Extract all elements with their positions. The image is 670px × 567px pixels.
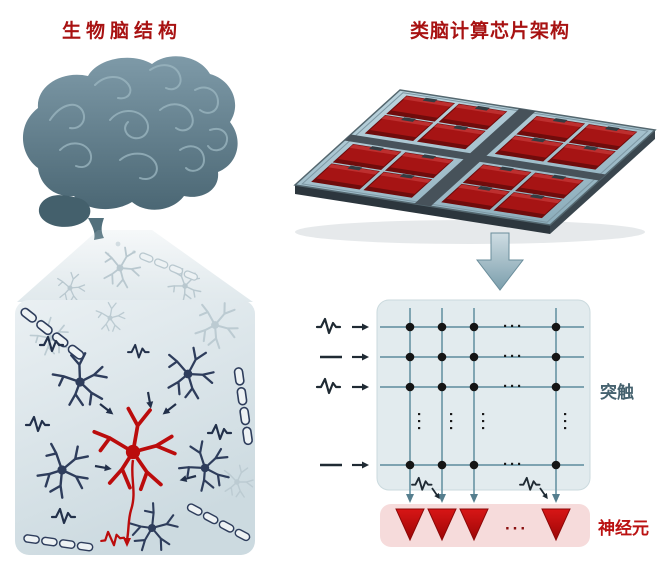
neuron-triangles bbox=[395, 508, 571, 542]
neuron-panel bbox=[15, 300, 255, 555]
neuron-triangle bbox=[459, 508, 489, 542]
spike-input-icon bbox=[315, 317, 342, 335]
input-arrow-icon bbox=[350, 352, 371, 362]
input-arrow-icon bbox=[350, 322, 371, 332]
neuron-output-row: ··· bbox=[380, 504, 590, 547]
input-arrow-icon bbox=[350, 460, 371, 470]
zoom-funnel bbox=[17, 230, 253, 307]
ellipsis: ··· bbox=[503, 456, 524, 473]
crossbar-panel: ··· ··· ··· ··· ··· ··· ··· ··· bbox=[315, 299, 591, 503]
synapse-label: 突触 bbox=[600, 383, 634, 402]
ellipsis-vertical: ··· bbox=[474, 412, 491, 433]
ellipsis: ··· bbox=[503, 348, 524, 365]
brain-illustration bbox=[22, 56, 238, 256]
brain-cerebellum bbox=[38, 195, 91, 227]
synapse-dots bbox=[405, 322, 561, 470]
chip-side bbox=[550, 130, 655, 234]
chip-illustration bbox=[295, 0, 670, 244]
brain-cerebrum bbox=[22, 56, 238, 210]
row-inputs bbox=[315, 317, 371, 470]
chip-top bbox=[295, 0, 670, 225]
column-output-arrows bbox=[406, 494, 560, 503]
ellipsis: ··· bbox=[503, 318, 524, 335]
chip-channel-horizontal bbox=[344, 134, 606, 181]
ellipsis-vertical: ··· bbox=[442, 412, 459, 433]
red-neuron bbox=[92, 406, 177, 547]
ellipsis-vertical: ··· bbox=[556, 412, 573, 433]
chip-shadow bbox=[295, 220, 645, 244]
neuron-triangle bbox=[541, 508, 571, 542]
crossbar-bg bbox=[376, 299, 591, 491]
neuron-label: 神经元 bbox=[598, 519, 649, 538]
neuron-panel-bg bbox=[15, 300, 255, 555]
crossbar-ellipses: ··· ··· ··· ··· ··· ··· ··· ··· bbox=[410, 318, 573, 473]
brain-gyri bbox=[49, 64, 228, 180]
left-title: 生物脑结构 bbox=[61, 21, 182, 42]
chip-side bbox=[295, 185, 550, 234]
right-title: 类脑计算芯片架构 bbox=[409, 21, 570, 42]
down-arrow bbox=[475, 232, 525, 291]
input-arrow-icon bbox=[350, 382, 371, 392]
spike-input-icon bbox=[315, 377, 342, 395]
neuron-triangle bbox=[395, 508, 425, 542]
ellipsis: ··· bbox=[503, 378, 524, 395]
ellipsis: ··· bbox=[505, 519, 528, 538]
ellipsis-vertical: ··· bbox=[410, 412, 427, 433]
neuron-triangle bbox=[427, 508, 457, 542]
